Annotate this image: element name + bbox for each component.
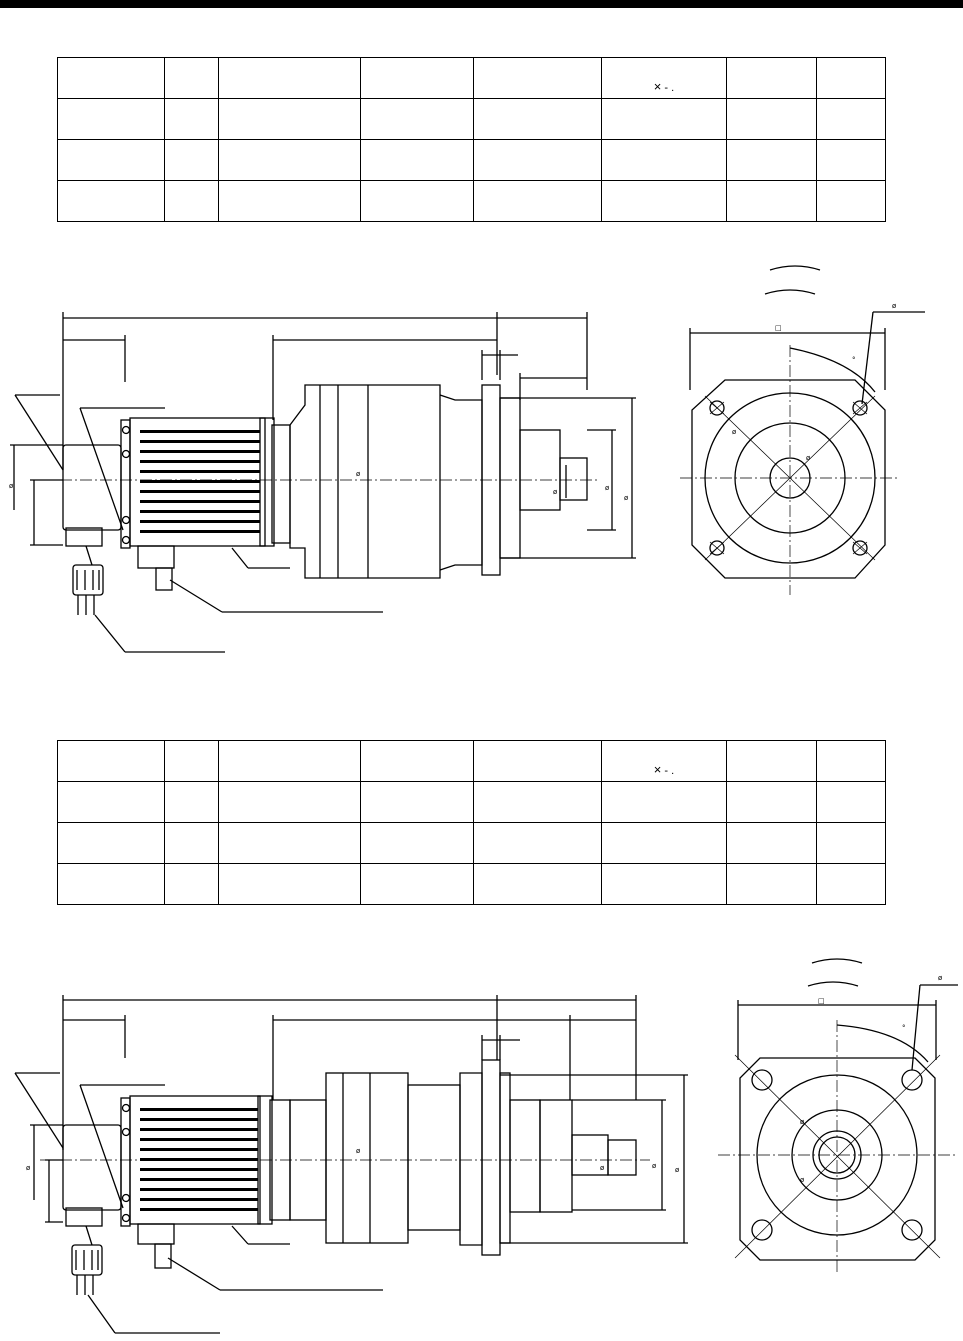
- diameter-label: ø: [26, 1164, 31, 1172]
- table-row: [57, 863, 886, 905]
- diameter-label: ø: [356, 470, 361, 478]
- diameter-label: ø: [553, 488, 558, 496]
- dimension-table-2: × - .: [57, 740, 886, 905]
- diameter-label: ø: [652, 1162, 657, 1170]
- square-symbol: □: [775, 324, 782, 332]
- diameter-label: ø: [675, 1166, 680, 1174]
- degree-symbol: °: [902, 1024, 906, 1032]
- diameter-label: ø: [356, 1147, 361, 1155]
- diameter-label: ø: [600, 1164, 605, 1172]
- diameter-label: ø: [732, 428, 737, 436]
- table-row: [57, 98, 886, 140]
- multiply-mark: ×: [653, 762, 662, 777]
- diameter-label: ø: [806, 454, 811, 462]
- diameter-label: ø: [892, 302, 897, 310]
- diameter-label: ø: [938, 974, 943, 982]
- diameter-label: ø: [605, 484, 610, 492]
- table-row: [57, 822, 886, 864]
- diameter-label: ø: [624, 494, 629, 502]
- table-row: [57, 139, 886, 181]
- multiply-mark: ×: [653, 79, 662, 94]
- diameter-label: ø: [9, 482, 14, 490]
- table-row: × - .: [57, 57, 886, 99]
- top-rule: [0, 0, 963, 8]
- motor-outline-drawing-2: ø ø ø ø ø □ ø ° ø ø: [14, 958, 958, 1334]
- motor-outline-drawing-1: ø ø ø ø ø □ ø ° ø ø: [9, 265, 925, 653]
- table-row: × - .: [57, 740, 886, 782]
- table-row: [57, 781, 886, 823]
- table-row: [57, 180, 886, 222]
- diameter-label: ø: [800, 1176, 805, 1184]
- dimension-table-1: × - .: [57, 57, 886, 222]
- degree-symbol: °: [852, 356, 856, 364]
- square-symbol: □: [818, 997, 825, 1005]
- diameter-label: ø: [800, 1118, 805, 1126]
